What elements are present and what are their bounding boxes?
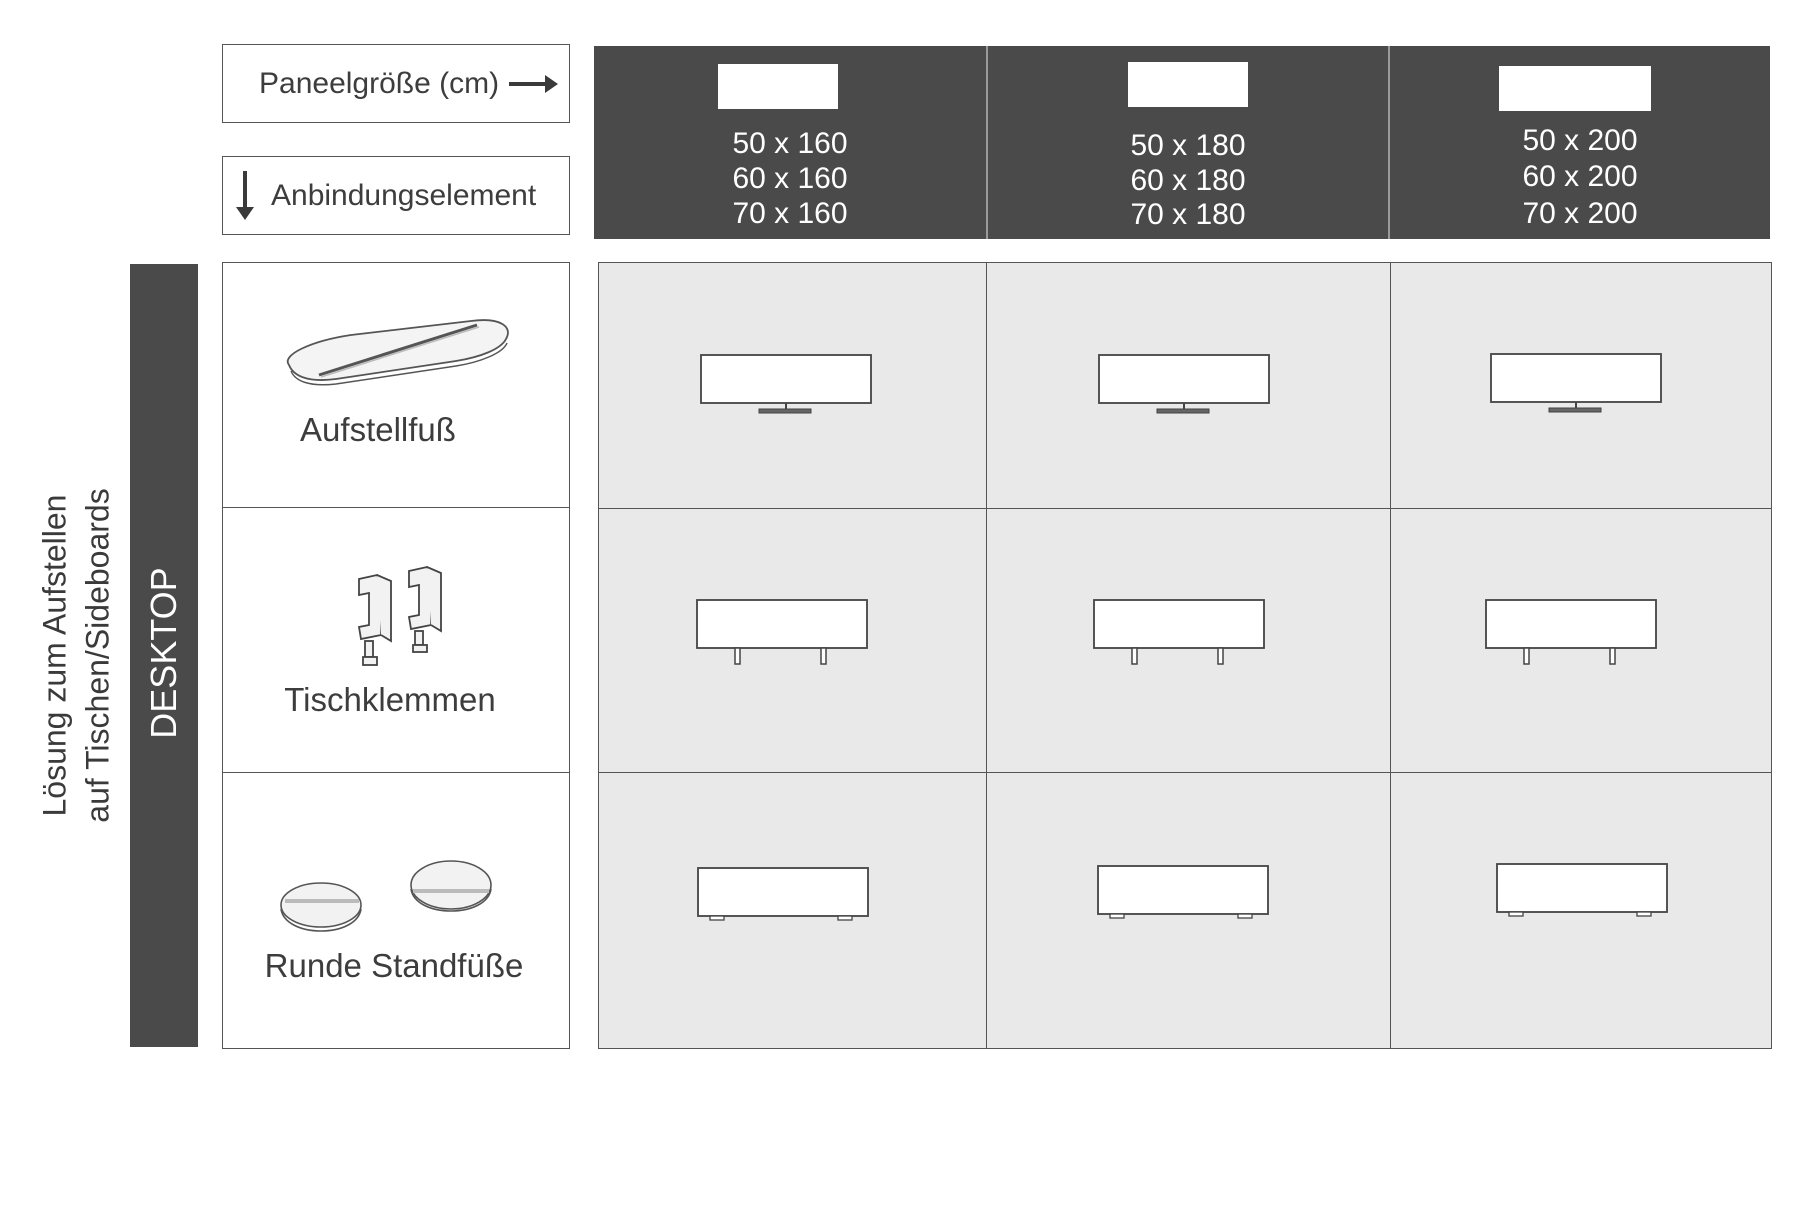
table-clamp-icon	[357, 565, 442, 666]
panel-on-stand-foot-160	[700, 354, 872, 414]
panel-size-label: Paneelgröße (cm)	[259, 66, 500, 100]
panel-on-round-feet-200	[1496, 863, 1668, 917]
panel-swatch-180	[1128, 62, 1248, 107]
size-label: 60 x 180	[1130, 164, 1246, 197]
size-column-160: 50 x 160 60 x 160 70 x 160	[594, 46, 988, 239]
panel-on-stand-foot-180	[1098, 354, 1270, 414]
connection-elements-column: Aufstellfuß Tischklemmen Runde Standfüße	[222, 262, 570, 1049]
size-label: 50 x 200	[1522, 124, 1638, 157]
panel-with-clamps-160	[696, 599, 868, 665]
size-label: 70 x 200	[1522, 197, 1638, 230]
category-description-line1: Lösung zum Aufstellen	[36, 494, 73, 817]
round-feet-icon	[280, 860, 492, 932]
row-label-stand-foot: Aufstellfuß	[300, 411, 456, 448]
connection-legend: Anbindungselement	[222, 156, 570, 235]
panel-on-round-feet-160	[697, 867, 869, 921]
category-title: DESKTOP	[143, 567, 184, 739]
oval-foot-icon	[286, 319, 509, 386]
size-column-180: 50 x 180 60 x 180 70 x 180	[988, 46, 1390, 239]
category-description: Lösung zum Aufstellen auf Tischen/Sidebo…	[30, 265, 120, 1045]
size-label: 60 x 160	[732, 162, 848, 195]
row-label-table-clamps: Tischklemmen	[284, 681, 496, 718]
row-label-round-feet: Runde Standfüße	[264, 947, 524, 984]
panel-with-clamps-180	[1093, 599, 1265, 665]
arrow-right-icon	[509, 74, 559, 93]
category-bar: DESKTOP	[130, 264, 198, 1047]
size-column-200: 50 x 200 60 x 200 70 x 200	[1390, 46, 1770, 239]
size-label: 70 x 160	[732, 197, 848, 230]
panel-with-clamps-200	[1485, 599, 1657, 665]
arrow-down-icon	[236, 170, 254, 220]
panel-swatch-200	[1499, 66, 1651, 111]
panel-swatch-160	[718, 64, 838, 109]
panel-size-header: 50 x 160 60 x 160 70 x 160 50 x 180 60 x…	[594, 46, 1770, 239]
size-label: 50 x 180	[1130, 129, 1246, 162]
panel-on-stand-foot-200	[1490, 353, 1662, 413]
panel-grid	[598, 262, 1772, 1049]
panel-on-round-feet-180	[1097, 865, 1269, 919]
category-description-line2: auf Tischen/Sideboards	[79, 488, 116, 823]
panel-size-legend: Paneelgröße (cm)	[222, 44, 570, 123]
size-label: 50 x 160	[732, 127, 848, 160]
size-label: 60 x 200	[1522, 160, 1638, 193]
connection-label: Anbindungselement	[271, 178, 537, 212]
size-label: 70 x 180	[1130, 198, 1246, 231]
